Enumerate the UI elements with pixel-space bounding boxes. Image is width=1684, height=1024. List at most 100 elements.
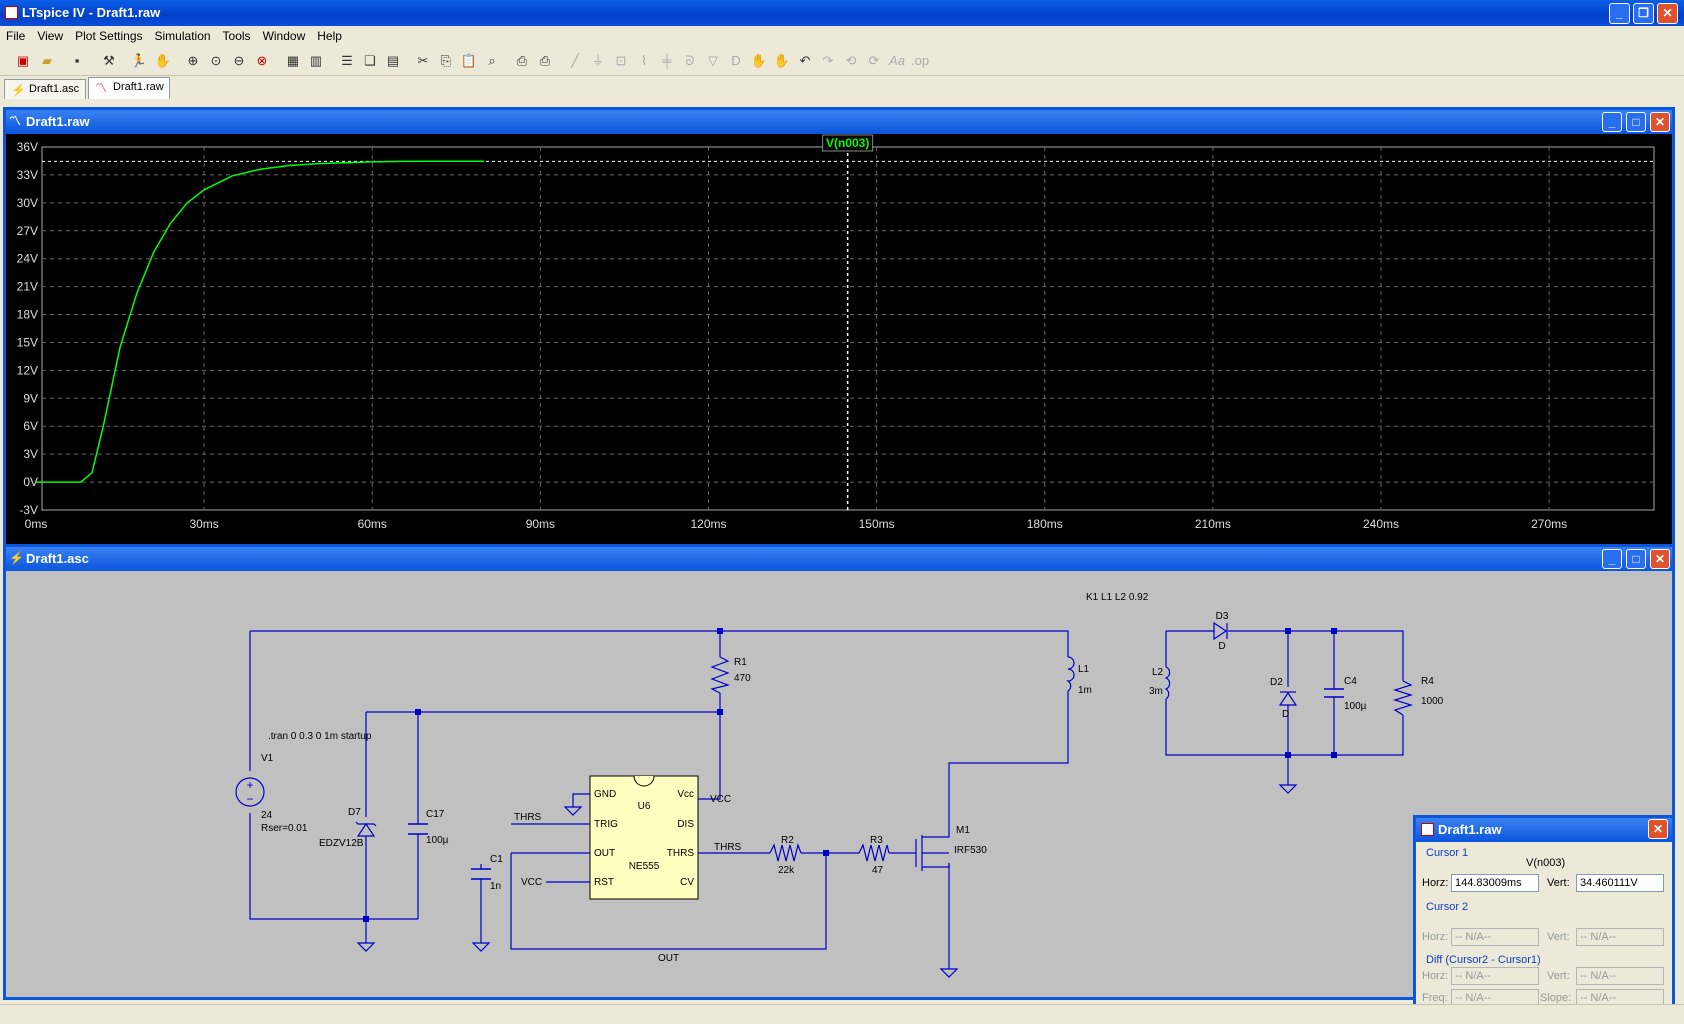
y-tick-label: 9V (23, 391, 38, 405)
menu-view[interactable]: View (37, 29, 64, 43)
diff-horz-field[interactable]: -- N/A-- (1451, 967, 1539, 985)
tile-horizontal-icon[interactable]: ☰ (341, 53, 353, 68)
v1-source-symbol[interactable]: + − (235, 777, 265, 807)
plot-close-button[interactable]: ✕ (1650, 112, 1670, 132)
c4-capacitor-symbol[interactable] (1324, 688, 1344, 698)
cut-icon[interactable]: ✂ (417, 53, 429, 68)
wires (249, 630, 1404, 969)
print-setup-icon[interactable]: ⎙ (516, 53, 528, 68)
open-icon[interactable]: ▰ (42, 53, 52, 68)
cursor2-horz-field[interactable]: -- N/A-- (1451, 928, 1539, 946)
schematic-minimize-button[interactable]: _ (1602, 549, 1622, 569)
new-schematic-icon[interactable]: ▣ (16, 53, 30, 68)
trace-label[interactable]: V(n003) (826, 136, 869, 150)
cursor1-horz-field[interactable]: 144.83009ms (1451, 874, 1539, 892)
u6-ne555-chip[interactable] (589, 775, 699, 900)
schematic-close-button[interactable]: ✕ (1650, 549, 1670, 569)
c1-capacitor-symbol[interactable] (471, 868, 491, 880)
y-tick-label: 12V (17, 363, 38, 377)
pan-icon[interactable]: ✋ (154, 53, 172, 68)
diff-vert-field[interactable]: -- N/A-- (1576, 967, 1664, 985)
restore-button[interactable]: ❐ (1633, 3, 1654, 24)
autorange-icon[interactable]: ▦ (286, 53, 300, 68)
minimize-button[interactable]: _ (1609, 3, 1630, 24)
find-icon[interactable]: ⌕ (488, 53, 496, 68)
tab-draft1-raw[interactable]: 〽 Draft1.raw (88, 77, 170, 99)
diode-icon[interactable]: ▽ (708, 53, 718, 68)
ground-symbols (356, 784, 1298, 978)
copy-icon[interactable]: ⎘ (440, 53, 452, 68)
tile-vertical-icon[interactable]: ▤ (386, 53, 400, 68)
move-icon[interactable]: ✋ (750, 53, 768, 68)
text-icon[interactable]: Aa (889, 53, 905, 68)
schematic-window-titlebar: ⚡ Draft1.asc _ □ ✕ (6, 547, 1672, 571)
menu-simulation[interactable]: Simulation (154, 29, 211, 43)
run-icon[interactable]: 🏃 (130, 53, 148, 68)
tab-draft1-asc[interactable]: ⚡ Draft1.asc (4, 79, 86, 99)
cursor1-group-label: Cursor 1 (1426, 847, 1469, 859)
m1-mosfet-symbol[interactable] (915, 833, 950, 871)
schematic-maximize-button[interactable]: □ (1626, 549, 1646, 569)
cursor1-vert-label: Vert: (1547, 877, 1570, 889)
x-tick-label: 180ms (1027, 517, 1063, 531)
schematic-canvas[interactable]: + − V1 24 Rser=0.01 .tran 0 0.3 0 1m sta… (6, 571, 1672, 997)
control-panel-icon[interactable]: ⚒ (103, 53, 115, 68)
c17-capacitor-symbol[interactable] (408, 823, 428, 835)
resistor-icon[interactable]: ⌇ (640, 53, 648, 68)
close-button[interactable]: ✕ (1657, 3, 1678, 24)
zoom-in-icon[interactable]: ⊕ (187, 53, 199, 68)
coupling-directive[interactable]: K1 L1 L2 0.92 (1086, 592, 1149, 603)
cascade-icon[interactable]: ❏ (364, 53, 376, 68)
net-label-thrs-out[interactable]: THRS (714, 842, 742, 853)
net-label-thrs-trig[interactable]: THRS (514, 812, 542, 823)
cursor-panel-close-button[interactable]: ✕ (1648, 819, 1668, 839)
menu-help[interactable]: Help (317, 29, 342, 43)
net-label-out[interactable]: OUT (658, 953, 679, 964)
inductor-icon[interactable]: ᘐ (685, 53, 695, 68)
label-net-icon[interactable]: ⊡ (615, 53, 627, 68)
r4-resistor-symbol[interactable] (1392, 680, 1414, 716)
menu-window[interactable]: Window (262, 29, 306, 43)
drag-icon[interactable]: ✋ (773, 53, 791, 68)
l1-inductor-symbol[interactable] (1066, 656, 1075, 692)
menu-plot-settings[interactable]: Plot Settings (75, 29, 143, 43)
redo-icon[interactable]: ↷ (822, 53, 834, 68)
r2-resistor-symbol[interactable] (769, 842, 802, 862)
save-icon[interactable]: ▪ (74, 53, 80, 68)
plot-maximize-button[interactable]: □ (1626, 112, 1646, 132)
plot-minimize-button[interactable]: _ (1602, 112, 1622, 132)
d2-diode-symbol[interactable] (1278, 691, 1298, 706)
freq-field[interactable]: -- N/A-- (1451, 989, 1539, 1007)
zoom-fit-icon[interactable]: ⊗ (256, 53, 268, 68)
zoom-area-icon[interactable]: ⊙ (210, 53, 222, 68)
net-label-vcc-pin[interactable]: VCC (710, 794, 731, 805)
y-tick-label: 33V (17, 168, 38, 182)
component-icon[interactable]: D (731, 53, 741, 68)
print-icon[interactable]: ⎙ (539, 53, 551, 68)
paste-icon[interactable]: 📋 (460, 53, 478, 68)
ltspice-logo-icon (1421, 823, 1434, 836)
r1-resistor-symbol[interactable] (710, 656, 731, 694)
d7-zener-symbol[interactable] (355, 821, 377, 837)
undo-icon[interactable]: ↶ (799, 53, 811, 68)
tran-directive[interactable]: .tran 0 0.3 0 1m startup (268, 731, 372, 742)
cursor1-vert-field[interactable]: 34.460111V (1576, 874, 1664, 892)
mirror-icon[interactable]: ⟳ (868, 53, 880, 68)
draw-wire-icon[interactable]: ╱ (571, 53, 579, 68)
menu-tools[interactable]: Tools (222, 29, 251, 43)
zoom-out-icon[interactable]: ⊖ (233, 53, 245, 68)
net-label-vcc-rst[interactable]: VCC (521, 877, 542, 888)
y-tick-label: 36V (17, 140, 38, 154)
l2-inductor-symbol[interactable] (1164, 666, 1171, 700)
rotate-icon[interactable]: ⟲ (845, 53, 857, 68)
cursor2-vert-field[interactable]: -- N/A-- (1576, 928, 1664, 946)
ground-icon[interactable]: ⏚ (591, 53, 605, 68)
capacitor-icon[interactable]: ╪ (662, 53, 672, 68)
spice-directive-icon[interactable]: .op (911, 53, 930, 68)
r3-resistor-symbol[interactable] (858, 843, 890, 862)
manual-limits-icon[interactable]: ▥ (309, 53, 323, 68)
menu-file[interactable]: File (6, 29, 26, 43)
d3-diode-symbol[interactable] (1213, 621, 1228, 641)
u6-pin-cv: CV (680, 877, 694, 888)
